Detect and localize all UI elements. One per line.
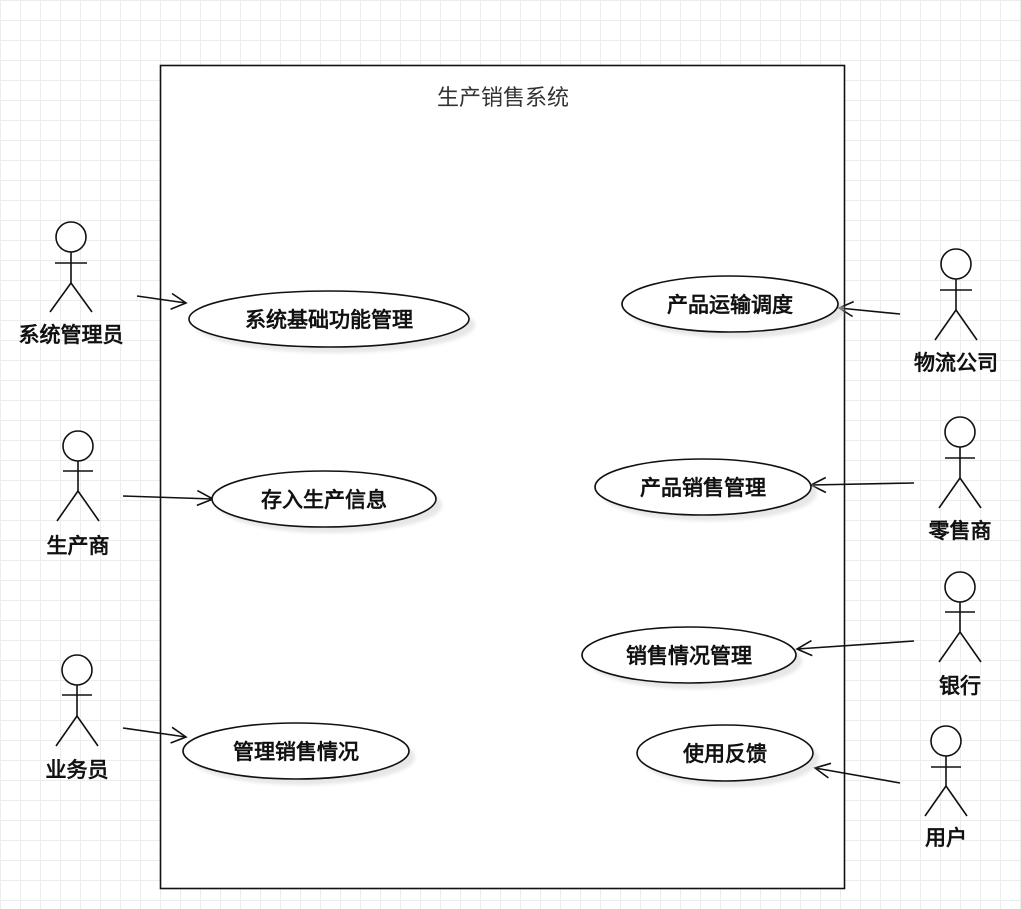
use-case-ellipse: [621, 275, 839, 333]
association-bank-sales-status[interactable]: [795, 639, 915, 657]
use-case-product-sales[interactable]: 产品销售管理: [594, 458, 817, 521]
stick-figure-icon: [938, 571, 982, 663]
actor-user[interactable]: 用户: [924, 725, 968, 850]
use-case-label: 存入生产信息: [261, 488, 387, 512]
use-case-transport[interactable]: 产品运输调度: [621, 275, 844, 338]
use-case-ellipse: [581, 626, 797, 684]
use-case-label: 使用反馈: [682, 742, 767, 766]
actor-bank[interactable]: 银行: [938, 571, 982, 698]
system-title: 生产销售系统: [437, 86, 569, 111]
use-case-manage-sales[interactable]: 管理销售情况: [182, 722, 415, 785]
actor-retailer[interactable]: 零售商: [928, 416, 992, 543]
use-case-ellipse: [211, 470, 437, 528]
stick-figure-icon: [49, 221, 93, 313]
use-case-sales-status[interactable]: 销售情况管理: [581, 626, 802, 689]
use-case-ellipse: [594, 458, 812, 516]
use-case-label: 产品销售管理: [640, 476, 766, 500]
stick-figure-icon: [56, 430, 100, 522]
use-case-store[interactable]: 存入生产信息: [211, 470, 442, 533]
actor-label: 生产商: [47, 534, 110, 558]
association-logistics-transport[interactable]: [837, 300, 901, 318]
stick-figure-icon: [55, 654, 99, 747]
actor-producer[interactable]: 生产商: [47, 430, 110, 558]
use-case-ellipse: [182, 722, 410, 780]
use-case-ellipse: [636, 724, 814, 782]
stick-figure-icon: [934, 248, 978, 341]
actor-label: 物流公司: [914, 351, 998, 375]
actor-label: 用户: [925, 826, 967, 850]
actor-salesman[interactable]: 业务员: [46, 654, 109, 782]
use-case-label: 销售情况管理: [626, 644, 752, 668]
association-salesman-manage-sales[interactable]: [122, 726, 188, 744]
stick-figure-icon: [924, 725, 968, 817]
stick-figure-icon: [938, 416, 982, 509]
use-case-ellipse: [188, 290, 470, 348]
actor-label: 银行: [939, 674, 981, 698]
use-case-basic[interactable]: 系统基础功能管理: [188, 290, 475, 353]
actor-label: 系统管理员: [19, 323, 124, 347]
association-admin-basic[interactable]: [136, 292, 188, 310]
actor-admin[interactable]: 系统管理员: [19, 221, 124, 347]
association-user-feedback[interactable]: [813, 762, 901, 784]
association-arrows: [122, 292, 915, 784]
actor-label: 零售商: [928, 519, 992, 543]
actor-logistics[interactable]: 物流公司: [914, 248, 998, 375]
use-case-feedback[interactable]: 使用反馈: [636, 724, 819, 787]
use-case-label: 产品运输调度: [667, 293, 793, 317]
use-case-label: 管理销售情况: [233, 740, 359, 764]
actor-label: 业务员: [46, 758, 109, 782]
use-case-label: 系统基础功能管理: [245, 308, 413, 332]
